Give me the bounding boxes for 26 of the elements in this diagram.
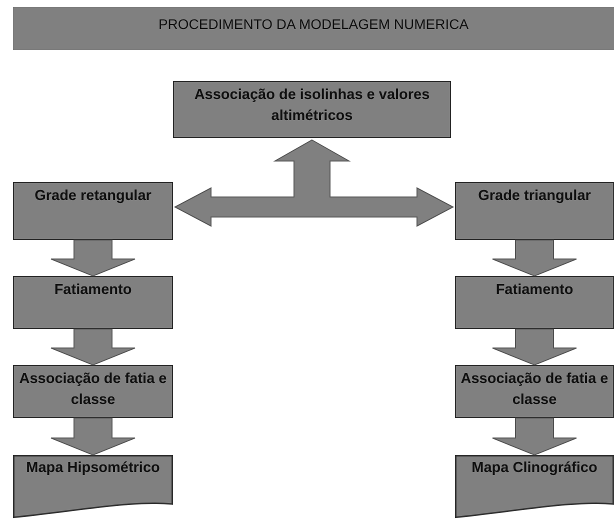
process-box xyxy=(173,81,451,138)
block-arrow xyxy=(492,240,577,277)
process-box xyxy=(13,182,173,240)
process-box xyxy=(13,276,173,329)
box-label: Grade triangular xyxy=(478,187,591,206)
title-banner: PROCEDIMENTO DA MODELAGEM NUMERICA xyxy=(13,7,614,50)
block-arrow xyxy=(50,240,136,277)
process-box xyxy=(13,365,173,418)
box-label: Mapa Clinográfico xyxy=(472,459,598,478)
process-box xyxy=(455,182,614,240)
block-arrow xyxy=(492,328,577,366)
box-label: Grade retangular xyxy=(34,187,152,206)
document-box xyxy=(13,455,173,518)
document-box xyxy=(455,455,614,518)
block-arrow xyxy=(492,418,577,456)
three-way-block-arrow xyxy=(174,139,454,227)
process-box xyxy=(455,276,614,329)
block-arrow xyxy=(50,418,136,456)
box-label: Associação de fatia e classe xyxy=(460,370,609,410)
box-label: Associação de isolinhas e valores altimétricos xyxy=(193,86,431,126)
box-label: Fatiamento xyxy=(496,281,574,300)
process-box xyxy=(455,365,614,418)
box-label: Associação de fatia e classe xyxy=(18,370,168,410)
block-arrow xyxy=(50,328,136,366)
box-label: Mapa Hipsométrico xyxy=(26,459,160,478)
box-label: Fatiamento xyxy=(54,281,132,300)
